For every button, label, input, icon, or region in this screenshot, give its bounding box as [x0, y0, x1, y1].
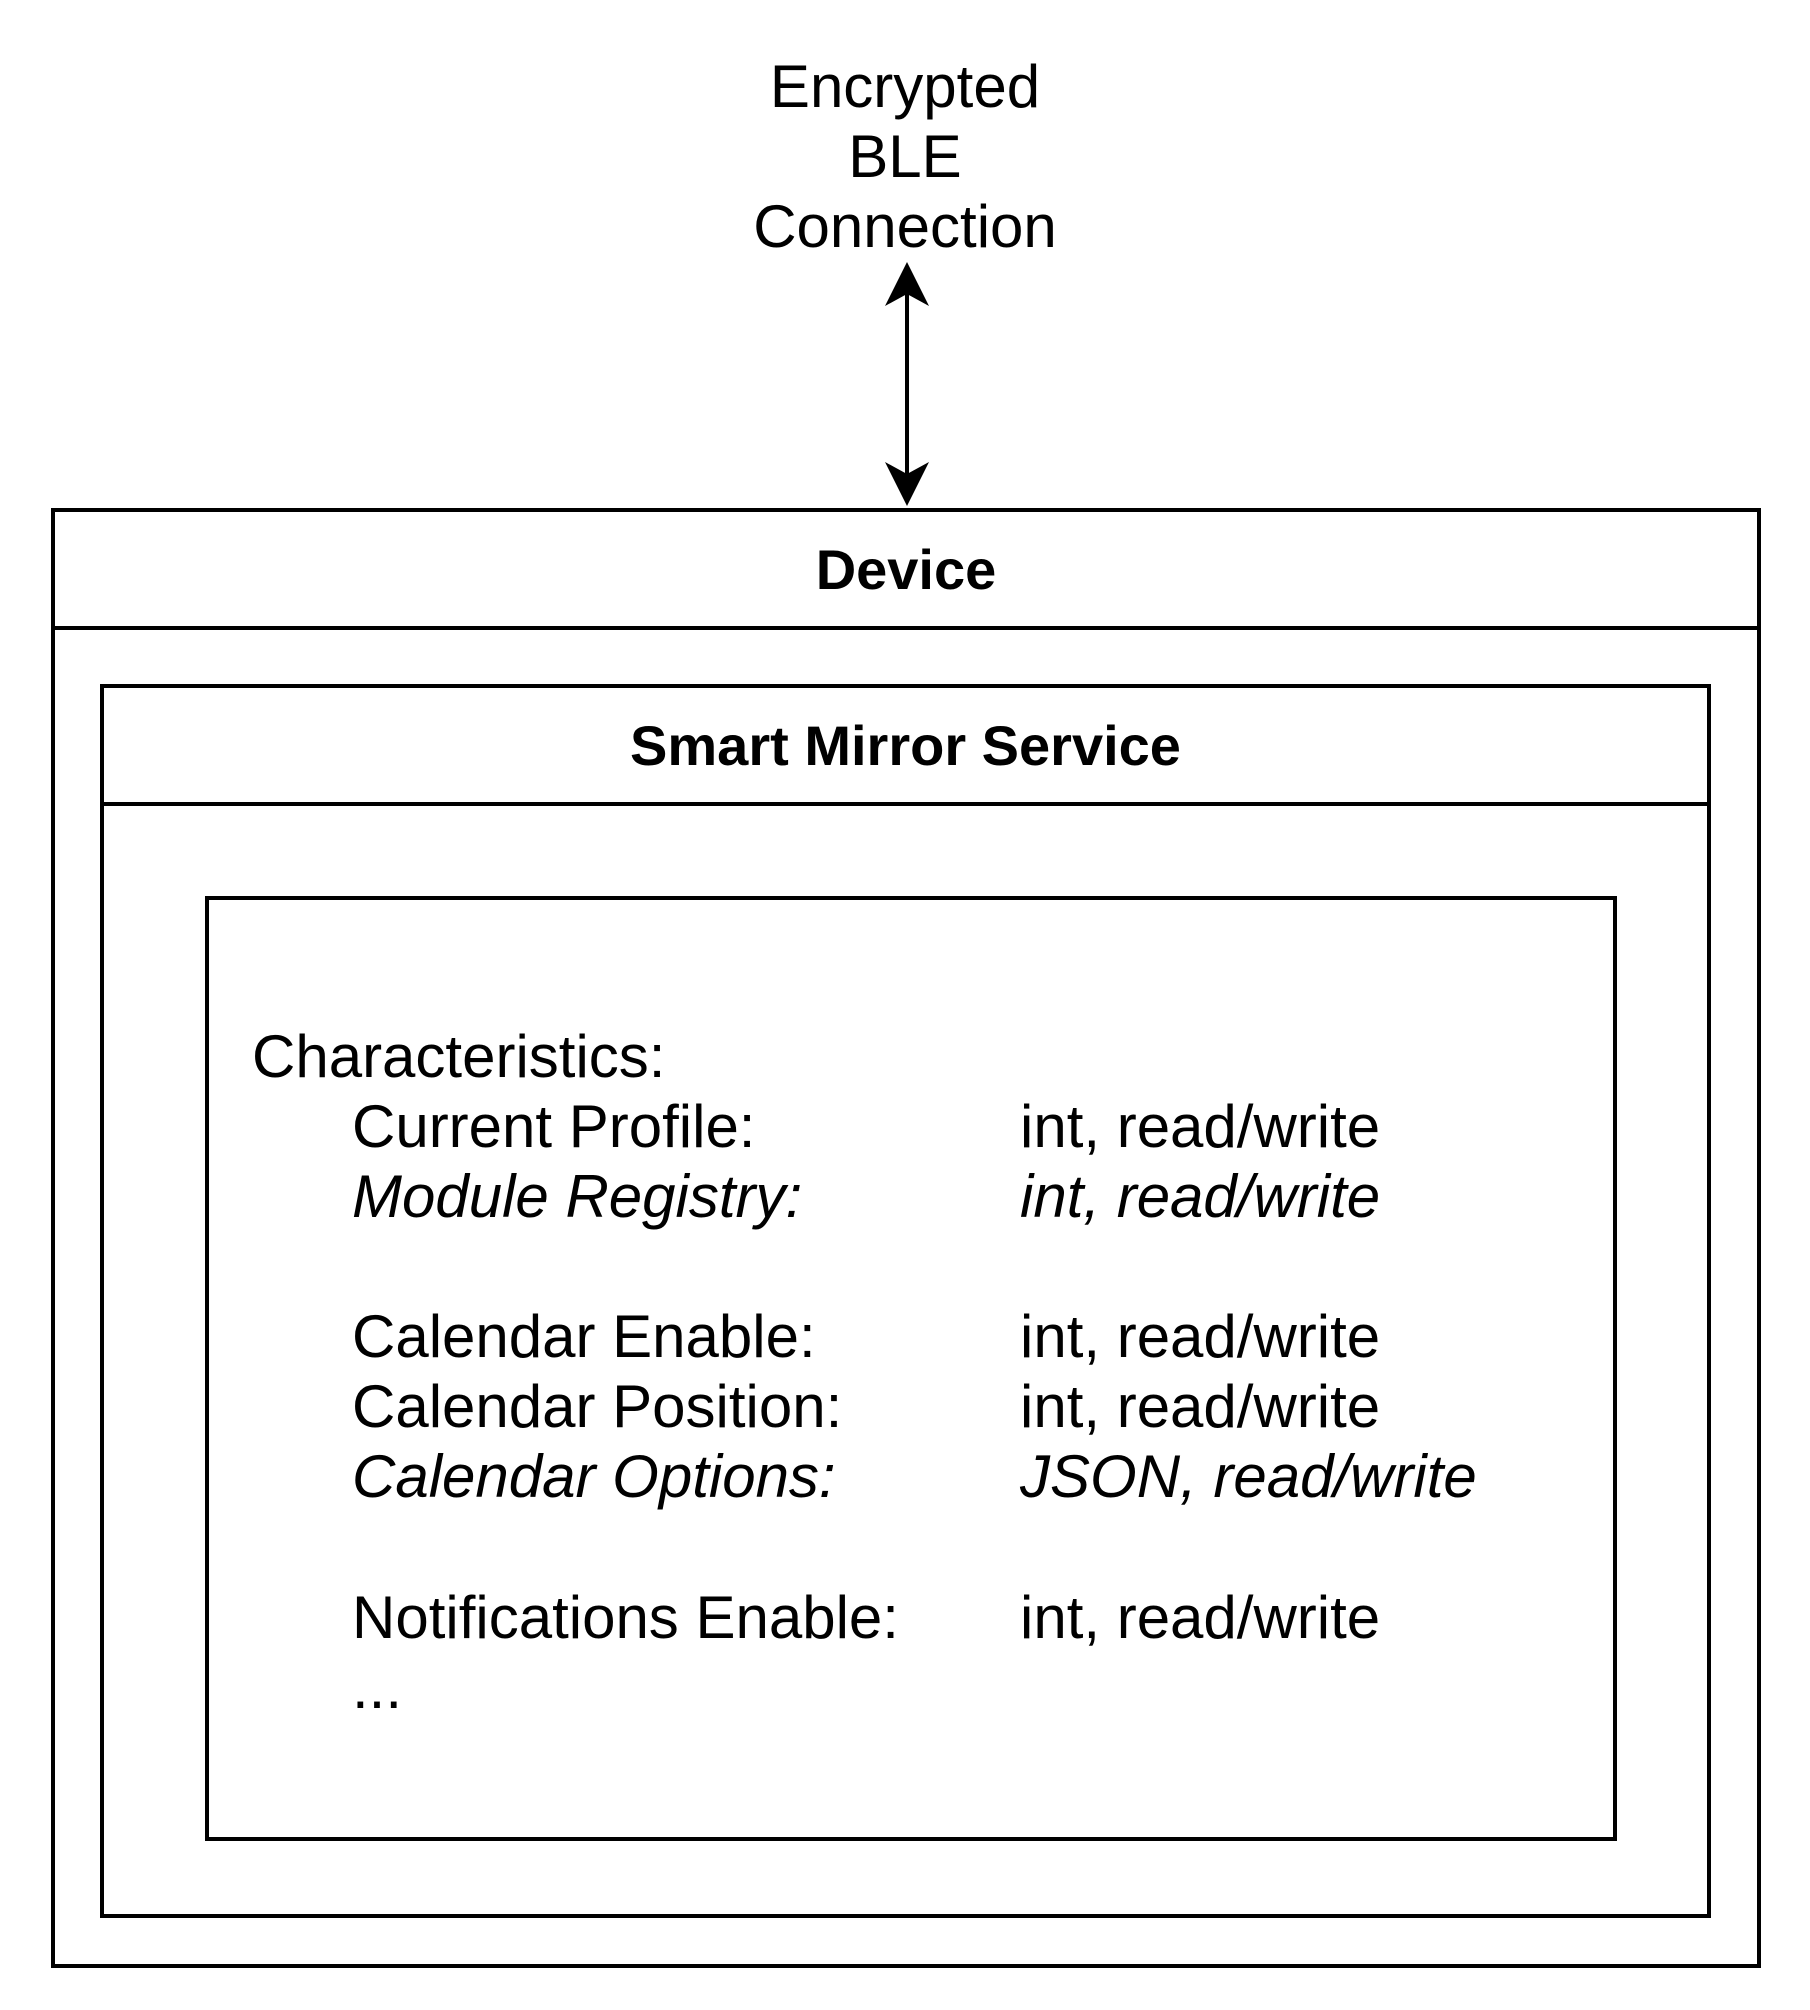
characteristics-more-ellipsis: ... [352, 1654, 403, 1721]
characteristic-name: Calendar Enable: [352, 1303, 816, 1370]
connection-label: Encrypted BLE Connection [605, 52, 1205, 262]
connection-label-line-1: Encrypted [769, 53, 1041, 120]
connection-label-line-2: BLE [848, 123, 962, 190]
characteristic-type: JSON, read/write [1020, 1443, 1477, 1510]
characteristic-type: int, read/write [1020, 1584, 1381, 1651]
characteristics-content: Characteristics: Current Profile: int, r… [209, 900, 1613, 1837]
characteristic-type: int, read/write [1020, 1093, 1381, 1160]
service-title: Smart Mirror Service [104, 688, 1707, 806]
device-title: Device [55, 512, 1757, 630]
characteristic-name: Calendar Position: [352, 1373, 843, 1440]
characteristic-name: Module Registry: [352, 1163, 803, 1230]
connection-label-line-3: Connection [753, 193, 1057, 260]
arrow-head-down [885, 462, 929, 506]
characteristic-name: Notifications Enable: [352, 1584, 899, 1651]
arrow-head-up [885, 262, 929, 306]
characteristic-type: int, read/write [1020, 1373, 1381, 1440]
characteristics-heading: Characteristics: [252, 1023, 666, 1090]
characteristics-box: Characteristics: Current Profile: int, r… [205, 896, 1617, 1841]
characteristic-type: int, read/write [1020, 1303, 1381, 1370]
characteristic-name: Current Profile: [352, 1093, 756, 1160]
characteristic-name: Calendar Options: [352, 1443, 836, 1510]
characteristic-type: int, read/write [1020, 1163, 1381, 1230]
